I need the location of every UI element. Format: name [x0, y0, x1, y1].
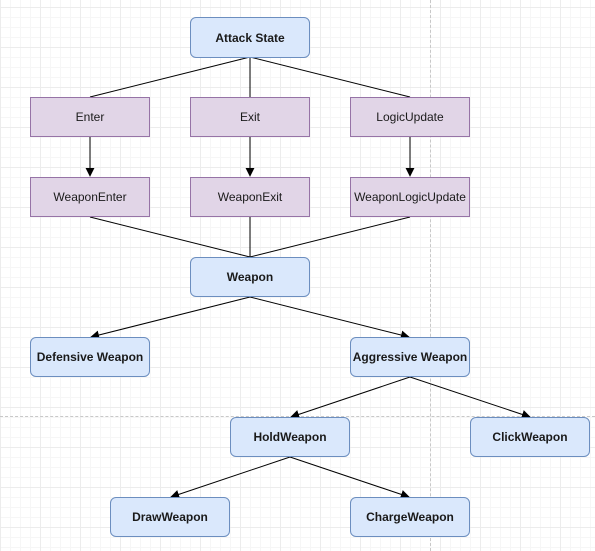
node-aggressive-weapon[interactable]: Aggressive Weapon — [350, 337, 470, 377]
edge-weapon-enter-weapon — [89, 216, 251, 258]
node-weapon-exit[interactable]: WeaponExit — [190, 177, 310, 217]
edge-weapon-logic-update-weapon — [249, 216, 411, 258]
edge-hold-charge — [289, 456, 410, 499]
node-draw-weapon[interactable]: DrawWeapon — [110, 497, 230, 537]
node-defensive-weapon[interactable]: Defensive Weapon — [30, 337, 150, 377]
node-weapon[interactable]: Weapon — [190, 257, 310, 297]
node-weapon-enter[interactable]: WeaponEnter — [30, 177, 150, 217]
node-charge-weapon[interactable]: ChargeWeapon — [350, 497, 470, 537]
node-attack-state[interactable]: Attack State — [190, 17, 310, 58]
edge-attack-state-enter — [89, 56, 251, 98]
edge-aggressive-hold — [290, 376, 411, 419]
node-hold-weapon[interactable]: HoldWeapon — [230, 417, 350, 457]
edge-aggressive-click — [409, 376, 531, 419]
edge-hold-draw — [170, 456, 291, 499]
edge-weapon-defensive — [90, 296, 251, 340]
node-exit[interactable]: Exit — [190, 97, 310, 137]
node-click-weapon[interactable]: ClickWeapon — [470, 417, 590, 457]
edge-weapon-aggressive — [249, 296, 410, 340]
page-break-vertical — [430, 0, 431, 551]
node-enter[interactable]: Enter — [30, 97, 150, 137]
edge-attack-state-logic-update — [249, 56, 411, 98]
node-logic-update[interactable]: LogicUpdate — [350, 97, 470, 137]
node-weapon-logic-update[interactable]: WeaponLogicUpdate — [350, 177, 470, 217]
